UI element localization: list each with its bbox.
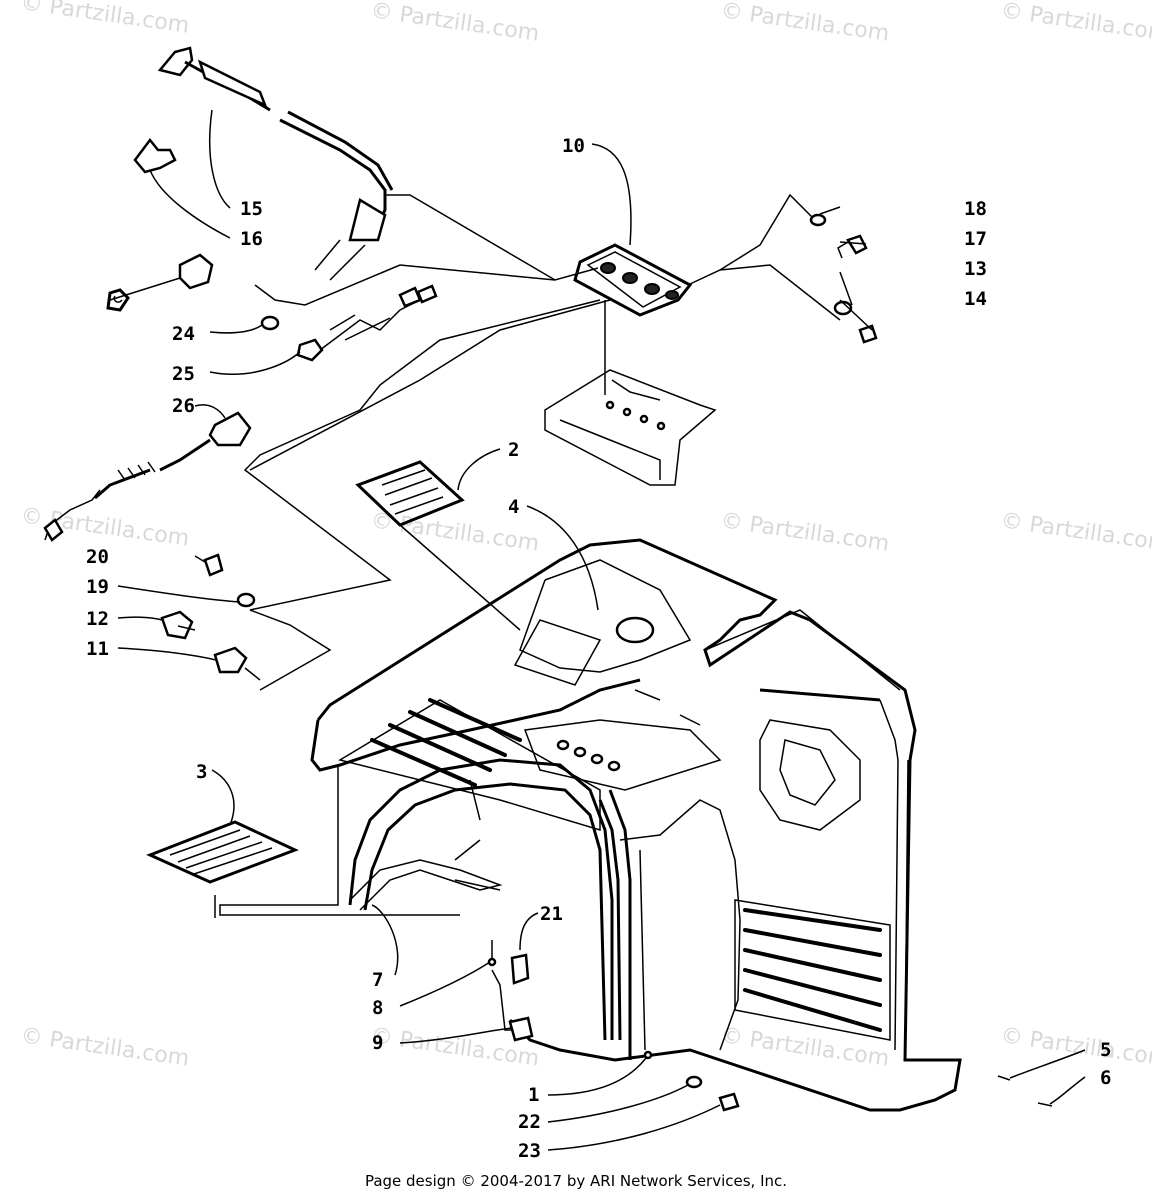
callout-labels: 1 2 3 4 5 6 7 8 9 10 11 12 13 14 15 16 1… (86, 135, 1111, 1162)
callout-12: 12 (86, 608, 109, 630)
callout-26: 26 (172, 395, 195, 417)
callout-17: 17 (964, 228, 987, 250)
callout-23: 23 (518, 1140, 541, 1162)
callout-25: 25 (172, 363, 195, 385)
callout-18: 18 (964, 198, 987, 220)
washer-screw (643, 1050, 740, 1112)
callout-22: 22 (518, 1111, 541, 1133)
callout-8: 8 (372, 997, 383, 1019)
callout-11: 11 (86, 638, 109, 660)
callout-15: 15 (240, 198, 263, 220)
callout-19: 19 (86, 576, 109, 598)
callout-4: 4 (508, 496, 519, 518)
right-fasteners (809, 213, 878, 344)
callout-2: 2 (508, 439, 519, 461)
callout-20: 20 (86, 546, 109, 568)
callout-6: 6 (1100, 1067, 1111, 1089)
decal-3 (146, 820, 299, 884)
callout-5: 5 (1100, 1039, 1111, 1061)
throttle-cable (157, 46, 394, 281)
callout-14: 14 (964, 288, 987, 310)
gauge-bezel (573, 243, 693, 317)
key-switch-tether (43, 411, 252, 542)
small-fasteners (997, 1075, 1053, 1107)
callout-3: 3 (196, 761, 207, 783)
callout-9: 9 (372, 1032, 383, 1054)
small-switch-parts (160, 553, 261, 681)
trim-arch (348, 758, 632, 1060)
assembly-outline (214, 193, 841, 918)
callout-24: 24 (172, 323, 195, 345)
gauge-panel-inset (544, 369, 717, 486)
callout-13: 13 (964, 258, 987, 280)
callout-16: 16 (240, 228, 263, 250)
callout-7: 7 (372, 969, 383, 991)
ignition-switch (106, 253, 438, 362)
callout-1: 1 (528, 1084, 539, 1106)
callout-10: 10 (562, 135, 585, 157)
decal-2 (355, 460, 521, 631)
bracket (133, 137, 177, 174)
callout-21: 21 (540, 903, 563, 925)
leader-lines (117, 109, 1086, 1151)
console-housing (310, 538, 962, 1112)
clip-bracket (487, 940, 534, 1042)
copyright-footer: Page design © 2004-2017 by ARI Network S… (364, 1172, 788, 1190)
